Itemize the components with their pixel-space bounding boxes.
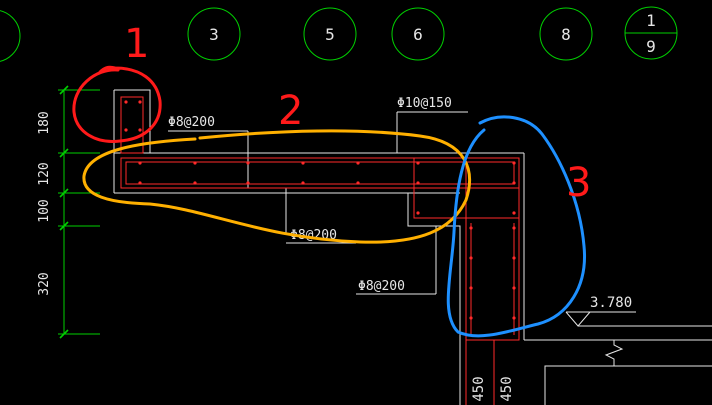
leader-lines (168, 111, 468, 295)
markup-loop-blue (446, 115, 587, 338)
grid-label-5: 5 (325, 25, 335, 44)
rebar-note-slab-top: Φ8@200 (168, 115, 215, 130)
elevation-value: 3.780 (590, 295, 632, 311)
dimension-180: 180 (37, 111, 52, 134)
rebar-dots (124, 100, 516, 320)
bottom-dimension-1: 450 (471, 376, 487, 401)
concrete-outline (113, 89, 712, 405)
dimension-100: 100 (37, 199, 52, 222)
bottom-dimension-2: 450 (499, 376, 515, 401)
dimension-320: 320 (37, 272, 52, 295)
rebar-note-beam-side: Φ8@200 (358, 279, 405, 294)
annotation-2: 2 (278, 88, 303, 134)
dimension-chain (58, 85, 100, 339)
rebar-note-beam-top: Φ10@150 (397, 96, 452, 111)
markup-circle-red (72, 65, 162, 143)
elevation-marker (565, 311, 712, 366)
grid-bubble-8 (539, 7, 593, 61)
dimension-120: 120 (37, 162, 52, 185)
markup-loop-orange (82, 129, 471, 244)
grid-label-6: 6 (413, 25, 423, 44)
rebar-layout (120, 96, 520, 405)
grid-bubble-left-partial (0, 10, 21, 62)
grid-label-split-bottom: 9 (646, 37, 656, 56)
annotation-3: 3 (566, 160, 591, 206)
annotation-1: 1 (124, 21, 149, 67)
grid-bubble-3 (187, 7, 241, 61)
grid-label-3: 3 (209, 25, 219, 44)
grid-bubble-5 (303, 7, 357, 61)
grid-label-split-top: 1 (646, 11, 656, 30)
grid-bubble-6 (391, 7, 445, 61)
grid-axis-bubbles (0, 6, 678, 62)
grid-label-8: 8 (561, 25, 571, 44)
